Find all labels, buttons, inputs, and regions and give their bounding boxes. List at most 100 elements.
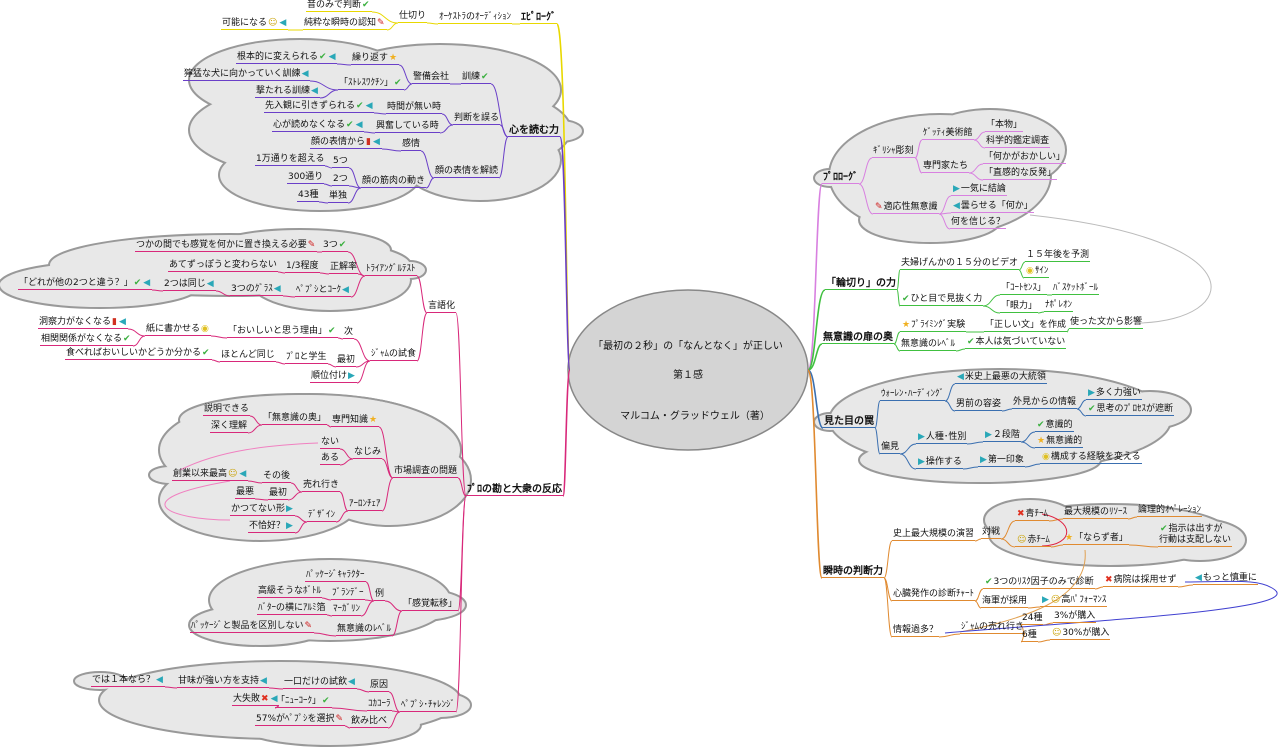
mindmap-node[interactable]: 43種 — [297, 190, 320, 202]
mindmap-node[interactable]: ﾍﾟﾌﾟｼ･ﾁｬﾚﾝｼﾞ — [400, 700, 457, 712]
mindmap-node[interactable]: 「無意識の奥」 — [262, 413, 328, 425]
mindmap-node[interactable]: ｼﾞｬﾑの売れ行き — [960, 622, 1026, 634]
mindmap-node[interactable]: 「ﾆｭｰｺｰｸ」✔ — [275, 696, 332, 708]
mindmap-node[interactable]: ﾊﾟｯｹｰｼﾞｷｬﾗｸﾀｰ — [305, 570, 366, 582]
mindmap-node[interactable]: 対戦 — [981, 527, 1002, 539]
mindmap-node[interactable]: 音のみで判断✔ — [306, 0, 372, 12]
mindmap-node[interactable]: 1/3程度 — [285, 261, 320, 273]
mindmap-node[interactable]: 高級そうなﾎﾞﾄﾙ — [257, 586, 323, 598]
mindmap-node[interactable]: ✔ひと目で見抜く力 — [900, 294, 984, 306]
mindmap-node[interactable]: ✖病院は採用せず — [1103, 575, 1178, 587]
mindmap-node[interactable]: 甘味が強い方を支持◀ — [177, 676, 269, 688]
mindmap-node[interactable]: 偏見 — [880, 442, 901, 454]
mindmap-node[interactable]: 最大規模のﾘｿｰｽ — [1063, 507, 1129, 519]
mindmap-node[interactable]: その後 — [262, 471, 292, 483]
mindmap-node[interactable]: 判断を誤る — [453, 113, 501, 125]
mindmap-node[interactable]: 創業以来最高☺◀ — [172, 469, 249, 481]
mindmap-node[interactable]: ✎適応性無意識 — [873, 202, 939, 214]
mindmap-node[interactable]: 2つ — [332, 174, 349, 186]
mindmap-node[interactable]: 純粋な瞬時の認知✎ — [303, 18, 387, 30]
mindmap-node[interactable]: ◀もっと慎重に — [1193, 573, 1258, 585]
mindmap-node[interactable]: 可能になる☺◀ — [221, 18, 289, 30]
mindmap-node[interactable]: 最初 — [336, 355, 357, 367]
mindmap-node[interactable]: ▶一気に結論 — [951, 184, 1007, 196]
mindmap-node[interactable]: 1万通りを超える — [255, 154, 326, 166]
mindmap-node[interactable]: 順位付け▶ — [310, 371, 357, 383]
mindmap-node[interactable]: 単独 — [328, 191, 349, 203]
mindmap-node[interactable]: 繰り返す★ — [351, 53, 400, 65]
mindmap-node[interactable]: ﾊﾞﾀｰの横にｱﾙﾐ箔 — [257, 603, 327, 615]
mindmap-node[interactable]: 300通り — [287, 172, 325, 184]
mindmap-node[interactable]: 紙に書かせる◉ — [145, 324, 211, 336]
mindmap-node[interactable]: 科学的鑑定調査 — [985, 136, 1051, 148]
mindmap-node[interactable]: 食べればおいしいかどうか分かる✔ — [65, 348, 212, 360]
mindmap-node[interactable]: ﾄﾗｲｱﾝｸﾞﾙﾃｽﾄ — [365, 264, 417, 276]
mindmap-node[interactable]: ▶２段階 — [983, 430, 1021, 442]
mindmap-node[interactable]: 顔の表情を解読 — [434, 166, 500, 178]
mindmap-node[interactable]: 飲み比べ — [350, 716, 389, 728]
mindmap-node[interactable]: 撃たれる訓練◀ — [255, 86, 320, 98]
mindmap-node[interactable]: 海軍が採用 — [981, 596, 1029, 608]
mindmap-node[interactable]: 獰猛な犬に向かっていく訓練◀ — [183, 69, 311, 81]
mindmap-node[interactable]: 相関関係がなくなる✔ — [40, 334, 133, 346]
mindmap-node[interactable]: 最初 — [268, 488, 289, 500]
mindmap-node[interactable]: 心臓発作の診断ﾁｬｰﾄ — [892, 589, 976, 601]
branch-topic[interactable]: ﾌﾟﾛの勘と大衆の反応 — [466, 484, 563, 496]
branch-topic[interactable]: 「輪切り」の力 — [825, 278, 897, 290]
mindmap-node[interactable]: ｳｫｰﾚﾝ･ﾊｰﾃﾞｨﾝｸﾞ — [880, 389, 946, 401]
mindmap-node[interactable]: ✔指示は出すが 行動は支配しない — [1158, 524, 1233, 547]
mindmap-node[interactable]: ほとんど同じ — [220, 350, 276, 362]
mindmap-node[interactable]: 外見からの情報 — [1012, 397, 1078, 409]
mindmap-node[interactable]: 「どれが他の2つと違う？」✔◀ — [18, 278, 153, 290]
mindmap-node[interactable]: 「正しい文」を作成 — [984, 320, 1068, 332]
branch-topic[interactable]: ﾌﾟﾛﾛｰｸﾞ — [822, 172, 859, 184]
mindmap-node[interactable]: 情報過多？ — [892, 625, 940, 637]
mindmap-node[interactable]: 男前の容姿 — [955, 399, 1003, 411]
mindmap-node[interactable]: 3つのｸﾞﾗｽ◀ — [230, 284, 283, 296]
mindmap-node[interactable]: ◀米史上最悪の大統領 — [955, 372, 1047, 384]
mindmap-node[interactable]: ✔本人は気づいていない — [965, 337, 1067, 349]
mindmap-node[interactable]: 売れ行き — [302, 480, 341, 492]
mindmap-node[interactable]: ☺30%が購入 — [1050, 628, 1111, 640]
mindmap-node[interactable]: 24種 — [1021, 613, 1044, 625]
mindmap-node[interactable]: 使った文から影響 — [1069, 317, 1144, 329]
mindmap-node[interactable]: ◉構成する経験を変える — [1040, 452, 1142, 464]
mindmap-node[interactable]: 無意識のﾚﾍﾞﾙ — [900, 339, 957, 351]
mindmap-node[interactable]: ﾊﾞｽｹｯﾄﾎﾞｰﾙ — [1052, 283, 1100, 295]
mindmap-node[interactable]: ｷﾞﾘｼｬ彫刻 — [872, 146, 915, 158]
mindmap-node[interactable]: 最悪 — [235, 487, 256, 499]
branch-topic[interactable]: 瞬時の判断力 — [822, 566, 884, 578]
mindmap-node[interactable]: 3%が購入 — [1053, 611, 1097, 623]
mindmap-node[interactable]: 例 — [374, 589, 386, 601]
mindmap-node[interactable]: ▶操作する — [916, 457, 963, 469]
mindmap-node[interactable]: 何を信じる？ — [950, 217, 1007, 229]
mindmap-node[interactable]: 顔の筋肉の動き — [361, 176, 427, 188]
mindmap-node[interactable]: 無意識のﾚﾍﾞﾙ — [336, 624, 393, 636]
mindmap-node[interactable]: 一口だけの試飲◀ — [283, 677, 357, 689]
mindmap-node[interactable]: なじみ — [353, 447, 383, 459]
mindmap-node[interactable]: ｼﾞｬﾑの試食 — [370, 349, 418, 361]
mindmap-node[interactable]: 言語化 — [427, 301, 457, 313]
mindmap-node[interactable]: 「眼力」 — [1000, 301, 1039, 313]
mindmap-node[interactable]: 「何かがおかしい」 — [983, 152, 1067, 164]
mindmap-node[interactable]: 原因 — [369, 680, 390, 692]
mindmap-node[interactable]: ☺赤ﾁｰﾑ — [1015, 535, 1051, 547]
branch-topic[interactable]: 心を読む力 — [508, 125, 560, 137]
mindmap-node[interactable]: 先入観に引きずられる✔◀ — [264, 101, 375, 113]
mindmap-node[interactable]: 専門知識★ — [331, 415, 380, 427]
mindmap-node[interactable]: ｵｰｹｽﾄﾗのｵｰﾃﾞｨｼｮﾝ — [438, 12, 513, 24]
mindmap-node[interactable]: ✔3つのﾘｽｸ因子のみで診断 — [983, 577, 1095, 589]
mindmap-node[interactable]: 史上最大規模の演習 — [892, 529, 976, 541]
mindmap-node[interactable]: ﾏｰｶﾞﾘﾝ — [332, 604, 362, 616]
branch-topic[interactable]: ｴﾋﾟﾛｰｸﾞ — [520, 12, 557, 24]
mindmap-node[interactable]: 説明できる — [203, 404, 250, 416]
mindmap-node[interactable]: ◉ｻｲﾝ — [1024, 266, 1050, 278]
mindmap-node[interactable]: ｺｶｺｰﾗ — [367, 699, 392, 711]
mindmap-node[interactable]: ✔意識的 — [1035, 420, 1074, 432]
mindmap-node[interactable]: 感情 — [401, 139, 422, 151]
mindmap-node[interactable]: つかの間でも感覚を何かに置き換える必要✎ — [135, 240, 318, 252]
mindmap-node[interactable]: 専門家たち — [922, 161, 970, 173]
mindmap-node[interactable]: 論理的ｵﾍﾟﾚｰｼｮﾝ — [1137, 505, 1203, 517]
mindmap-node[interactable]: 警備会社 — [412, 72, 451, 84]
mindmap-node[interactable]: 「ｽﾄﾚｽﾜｸﾁﾝ」✔ — [338, 78, 404, 90]
